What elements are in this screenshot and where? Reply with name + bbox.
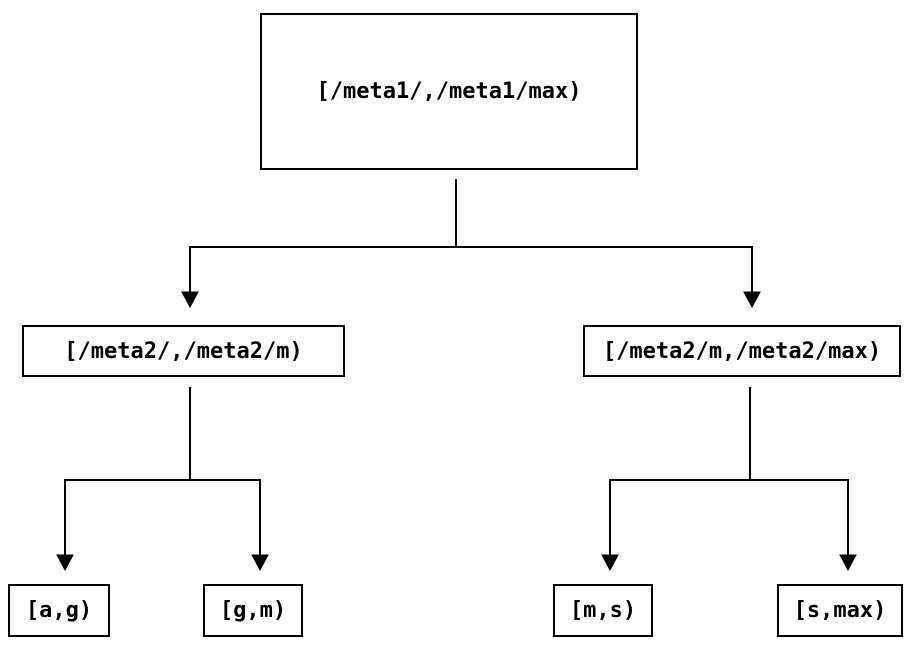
node-leaf-s-max: [s,max) (777, 584, 903, 637)
node-root: [/meta1/,/meta1/max) (260, 13, 638, 170)
node-leaf-a-g: [a,g) (8, 584, 110, 637)
node-meta2-low: [/meta2/,/meta2/m) (22, 325, 345, 377)
node-leaf-m-s: [m,s) (553, 584, 653, 637)
node-label: [/meta2/,/meta2/m) (64, 338, 303, 364)
node-label: [a,g) (25, 598, 93, 623)
node-meta2-high: [/meta2/m,/meta2/max) (583, 325, 901, 377)
arrowhead-icon (601, 554, 619, 572)
node-leaf-g-m: [g,m) (203, 584, 303, 637)
edge-meta2-low-to-leaf-gm (189, 387, 261, 555)
node-label: [g,m) (219, 598, 287, 623)
arrowhead-icon (181, 291, 199, 309)
edge-meta2-low-to-leaf-ag (64, 387, 191, 555)
arrowhead-icon (251, 554, 269, 572)
edge-meta2-high-to-leaf-smax (749, 387, 849, 555)
edge-root-to-meta2-high (455, 179, 753, 292)
edge-meta2-high-to-leaf-ms (609, 387, 751, 555)
node-label: [m,s) (569, 598, 637, 623)
node-label: [s,max) (793, 598, 887, 623)
arrowhead-icon (56, 554, 74, 572)
arrowhead-icon (839, 554, 857, 572)
edge-root-to-meta2-low (189, 179, 457, 292)
node-label: [/meta1/,/meta1/max) (316, 79, 582, 104)
arrowhead-icon (743, 291, 761, 309)
node-label: [/meta2/m,/meta2/max) (602, 338, 882, 364)
